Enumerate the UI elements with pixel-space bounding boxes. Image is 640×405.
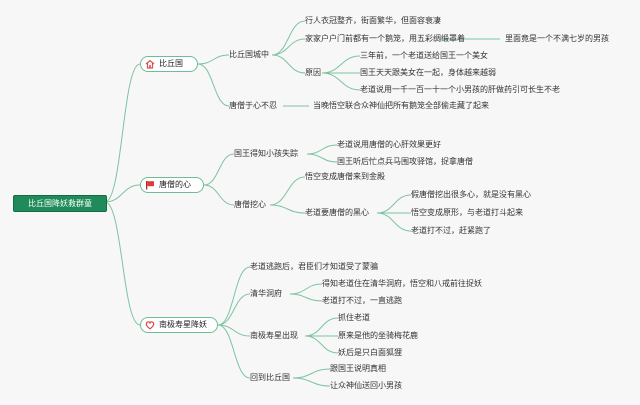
topic-black-heart-3[interactable]: 老道打不过，赶紧跑了 — [411, 226, 491, 235]
connector-curve — [217, 266, 251, 326]
branch-label: 唐僧的心 — [159, 180, 191, 189]
branch-node-biqiu[interactable]: 比丘国 — [140, 56, 198, 72]
topic-return-1[interactable]: 跟国王说明真相 — [330, 364, 386, 373]
topic-missing-1[interactable]: 老道说用唐僧的心肝效果更好 — [337, 140, 441, 149]
connector-curve — [376, 194, 412, 214]
branch-label: 比丘国 — [159, 59, 183, 68]
connector-curve — [376, 212, 412, 232]
connector-curve — [289, 293, 323, 302]
topic-cages[interactable]: 家家户户门前都有一个鹅笼，用五彩绸缎罩着 — [305, 34, 465, 43]
topic-missing-2[interactable]: 国王听后忙点兵马围攻驿馆，捉拿唐僧 — [337, 157, 473, 166]
topic-black-heart[interactable]: 老道要唐僧的黑心 — [305, 208, 369, 217]
connector-curve — [104, 63, 141, 203]
topic-shouxing-appears[interactable]: 南极寿星出现 — [250, 331, 298, 340]
connector-curve — [197, 63, 230, 107]
connector-curve — [104, 201, 141, 326]
topic-reason-3[interactable]: 老道说用一千一百一十一个小男孩的肝做药引可长生不老 — [360, 85, 560, 94]
topic-cave-2[interactable]: 老道打不过，一直逃跑 — [322, 296, 402, 305]
topic-cave[interactable]: 清华洞府 — [250, 289, 282, 298]
topic-reason-2[interactable]: 国王天天跟美女在一起，身体越来越弱 — [360, 68, 496, 77]
connector-curve — [203, 153, 235, 186]
connector-curve — [304, 335, 339, 354]
connector-curve — [104, 184, 141, 203]
connector-curve — [271, 38, 306, 56]
connector-curve — [271, 20, 306, 56]
connector-curve — [289, 283, 323, 295]
connector-curve — [269, 204, 306, 214]
branch-node-tangseng-heart[interactable]: 唐僧的心 — [140, 177, 204, 193]
topic-dig-heart[interactable]: 唐僧挖心 — [234, 200, 266, 209]
connector-curve — [217, 293, 251, 326]
topic-cave-1[interactable]: 得知老道住在清华洞府，悟空和八戒前往捉妖 — [322, 279, 482, 288]
connector-curve — [321, 72, 361, 91]
topic-shouxing-2[interactable]: 原来是他的坐骑梅花鹿 — [338, 331, 418, 340]
topic-wukong-disguise[interactable]: 悟空变成唐僧来到金殿 — [305, 172, 385, 181]
connector-curve — [292, 377, 331, 387]
branch-label: 南极寿星降妖 — [159, 320, 207, 329]
topic-pity[interactable]: 唐僧于心不忍 — [229, 101, 277, 110]
root-node[interactable]: 比丘国降妖救群童 — [13, 195, 107, 212]
connector-curve — [306, 144, 338, 155]
connector-curve — [321, 55, 361, 74]
connector-curve — [197, 54, 230, 65]
topic-city[interactable]: 比丘国城中 — [229, 50, 269, 59]
topic-cages-note[interactable]: 里面竟是一个不满七岁的男孩 — [505, 34, 609, 43]
connector-curve — [304, 317, 339, 337]
connector-curve — [269, 176, 306, 206]
heart-icon — [145, 321, 155, 330]
topic-deceived[interactable]: 老道逃跑后，君臣们才知道受了蒙骗 — [250, 262, 378, 271]
topic-reason-1[interactable]: 三年前，一个老道送给国王一个美女 — [360, 51, 488, 60]
topic-reason[interactable]: 原因 — [305, 68, 321, 77]
connector-curve — [271, 54, 306, 74]
connector-curve — [217, 324, 251, 337]
house-icon — [145, 59, 155, 69]
topic-shouxing-1[interactable]: 抓住老道 — [338, 313, 370, 322]
topic-return[interactable]: 回到比丘国 — [250, 373, 290, 382]
flag-icon — [146, 181, 154, 190]
topic-black-heart-1[interactable]: 假唐僧挖出很多心，就是没有黑心 — [411, 190, 531, 199]
topic-missing[interactable]: 国王得知小孩失踪 — [234, 149, 298, 158]
connector-curve — [292, 368, 331, 379]
topic-street[interactable]: 行人衣冠整齐，街面繁华，但面容衰凄 — [305, 16, 441, 25]
connector-curve — [306, 153, 338, 163]
connector-curve — [217, 324, 251, 379]
branch-node-shouxing[interactable]: 南极寿星降妖 — [140, 317, 218, 333]
topic-return-2[interactable]: 让众神仙送回小男孩 — [330, 381, 402, 390]
topic-shouxing-3[interactable]: 妖后是只白面狐狸 — [338, 348, 402, 357]
topic-black-heart-2[interactable]: 悟空变成原形，与老道打斗起来 — [411, 208, 523, 217]
connector-curve — [203, 184, 235, 206]
topic-pity-note[interactable]: 当晚悟空联合众神仙把所有鹅笼全部偷走藏了起来 — [313, 101, 489, 110]
